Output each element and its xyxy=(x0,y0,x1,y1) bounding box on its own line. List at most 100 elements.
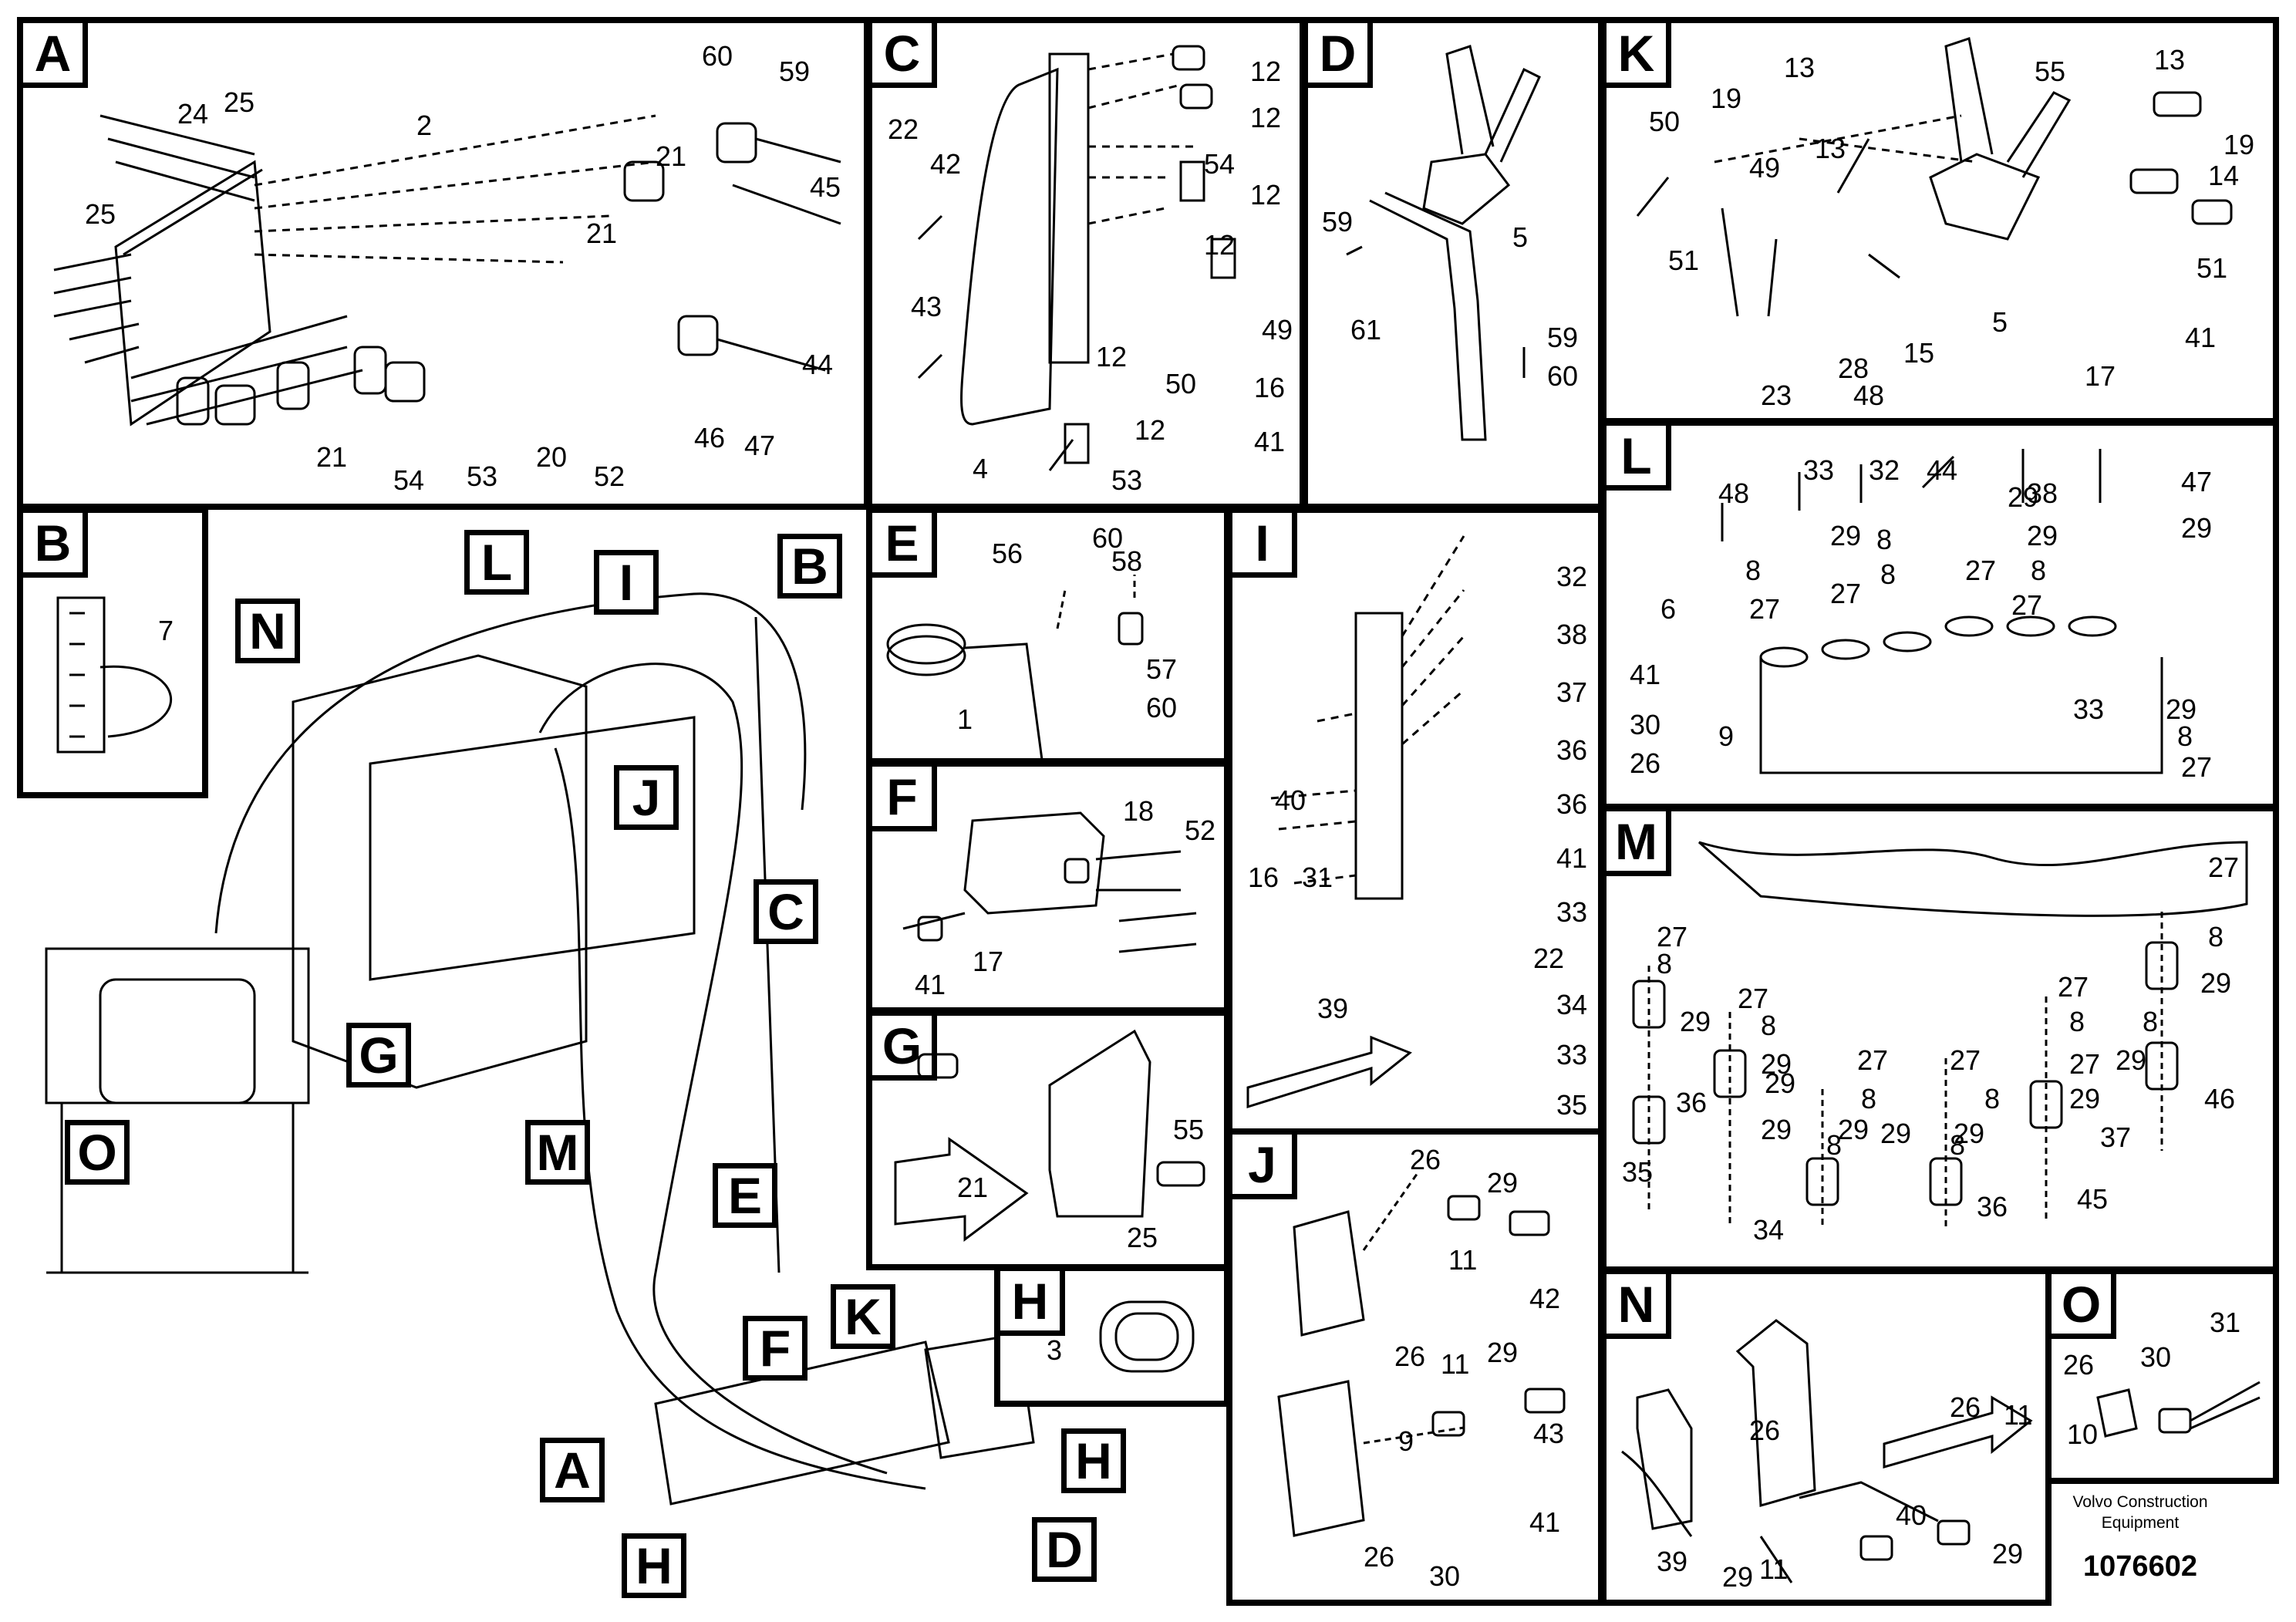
detail-panel-b: B 7 xyxy=(17,507,208,798)
label-k-17: 41 xyxy=(2185,322,2216,353)
label-a-2: 59 xyxy=(779,56,810,87)
label-l-11: 8 xyxy=(1876,524,1892,555)
label-i-7: 16 xyxy=(1248,862,1279,893)
panel-tag-f: F xyxy=(872,767,937,831)
label-l-18: 8 xyxy=(2031,555,2046,586)
label-a-16: 46 xyxy=(694,422,725,454)
label-m-9: 8 xyxy=(1761,1010,1776,1041)
panel-i-drawing: 32 38 37 36 40 36 16 31 41 33 22 39 34 3… xyxy=(1246,535,1587,1121)
label-c-12: 16 xyxy=(1254,372,1285,403)
label-a-1: 60 xyxy=(702,40,733,72)
label-j-7: 29 xyxy=(1487,1337,1518,1368)
label-c-11: 50 xyxy=(1165,368,1196,400)
panel-k-drawing: 13 55 13 50 19 19 49 13 14 51 5 51 23 28… xyxy=(1636,37,2254,411)
panel-n-drawing: 26 26 11 40 39 11 29 29 xyxy=(1621,1319,2033,1593)
label-c-1: 12 xyxy=(1250,56,1281,87)
main-callout-k: K xyxy=(831,1284,895,1349)
label-l-7: 29 xyxy=(1830,520,1861,551)
panel-b-drawing: 7 xyxy=(56,596,174,754)
label-l-5: 47 xyxy=(2181,466,2212,497)
label-m-1: 27 xyxy=(2208,851,2239,883)
panel-o-drawing: 26 30 31 10 xyxy=(2063,1307,2261,1450)
label-m-20: 46 xyxy=(2204,1083,2235,1114)
label-f-1: 18 xyxy=(1123,795,1154,827)
label-a-3: 24 xyxy=(177,98,208,130)
label-a-17: 47 xyxy=(744,430,775,461)
label-i-1: 32 xyxy=(1556,561,1587,592)
label-k-10: 51 xyxy=(1668,244,1699,276)
label-j-6: 11 xyxy=(1441,1348,1469,1380)
brand-line-1: Volvo Construction xyxy=(2072,1493,2208,1511)
label-l-15: 8 xyxy=(1880,558,1896,590)
label-c-4: 42 xyxy=(930,148,961,180)
label-k-18: 48 xyxy=(1853,379,1884,411)
panel-tag-j: J xyxy=(1232,1135,1297,1199)
detail-panel-a: A 60 59 24 25 2 25 21 45 21 44 21 54 53 … xyxy=(17,17,870,510)
label-e-4: 57 xyxy=(1146,653,1177,685)
panel-tag-l: L xyxy=(1607,426,1671,491)
label-k-9: 14 xyxy=(2208,160,2239,191)
brand-line-2: Equipment xyxy=(2101,1514,2180,1532)
label-j-5: 26 xyxy=(1394,1340,1425,1372)
label-c-14: 41 xyxy=(1254,426,1285,457)
drawing-number: 1076602 xyxy=(2083,1550,2197,1583)
label-k-6: 19 xyxy=(2224,129,2254,160)
label-n-6: 11 xyxy=(1759,1553,1788,1585)
label-n-1: 26 xyxy=(1749,1415,1780,1446)
detail-panel-i: I 32 38 37 36 40 36 16 31 41 33 22 39 34… xyxy=(1226,507,1604,1135)
label-e-1: 56 xyxy=(992,538,1023,569)
label-a-11: 21 xyxy=(316,441,347,473)
label-a-12: 54 xyxy=(393,464,424,496)
label-i-3: 37 xyxy=(1556,676,1587,708)
label-j-1: 26 xyxy=(1410,1144,1441,1175)
label-l-20: 41 xyxy=(1630,659,1660,690)
label-l-12: 29 xyxy=(2027,520,2058,551)
label-m-33: 45 xyxy=(2077,1183,2108,1215)
label-l-14: 27 xyxy=(1749,593,1780,625)
label-m-23: 8 xyxy=(1826,1129,1842,1161)
main-callout-h-right: H xyxy=(1061,1428,1126,1493)
label-l-17: 27 xyxy=(1965,555,1996,586)
label-m-30: 29 xyxy=(1880,1118,1911,1149)
label-j-9: 9 xyxy=(1398,1425,1414,1457)
label-m-3: 8 xyxy=(1657,948,1672,980)
panel-tag-h: H xyxy=(1000,1271,1065,1336)
label-m-22: 29 xyxy=(1765,1067,1795,1099)
label-k-3: 13 xyxy=(2154,44,2185,76)
main-callout-l: L xyxy=(464,530,529,595)
label-k-12: 51 xyxy=(2197,252,2227,284)
label-i-10: 33 xyxy=(1556,896,1587,928)
label-c-6: 12 xyxy=(1250,179,1281,211)
main-callout-e: E xyxy=(713,1163,777,1228)
panel-tag-o: O xyxy=(2052,1274,2116,1339)
label-a-5: 2 xyxy=(416,110,432,141)
label-m-6: 27 xyxy=(2058,971,2089,1003)
label-l-8: 29 xyxy=(2008,481,2038,513)
label-j-4: 42 xyxy=(1529,1283,1560,1314)
label-m-21: 36 xyxy=(1676,1087,1707,1118)
label-n-3: 11 xyxy=(2004,1399,2032,1431)
label-o-4: 10 xyxy=(2067,1418,2098,1450)
panel-tag-k: K xyxy=(1607,23,1671,88)
detail-panel-f: F 18 52 41 17 xyxy=(866,760,1230,1013)
label-d-1: 59 xyxy=(1322,206,1353,238)
label-l-4: 44 xyxy=(1927,454,1957,486)
label-c-15: 4 xyxy=(973,453,988,484)
label-c-3: 22 xyxy=(888,113,919,145)
label-k-14: 28 xyxy=(1838,352,1869,384)
label-e-5: 1 xyxy=(957,703,973,735)
label-o-3: 31 xyxy=(2210,1307,2240,1338)
label-i-8: 31 xyxy=(1302,862,1333,893)
label-l-3: 32 xyxy=(1869,454,1900,486)
panel-tag-a: A xyxy=(23,23,88,88)
label-a-8: 45 xyxy=(810,171,841,203)
label-l-26: 26 xyxy=(1630,747,1660,779)
label-l-24: 9 xyxy=(1718,720,1734,752)
main-callout-b: B xyxy=(777,534,842,599)
label-c-8: 49 xyxy=(1262,314,1293,346)
label-a-14: 20 xyxy=(536,441,567,473)
label-e-2: 60 xyxy=(1092,522,1123,554)
label-k-5: 19 xyxy=(1711,83,1741,114)
label-m-15: 27 xyxy=(2069,1048,2100,1080)
label-m-12: 27 xyxy=(1857,1044,1888,1076)
